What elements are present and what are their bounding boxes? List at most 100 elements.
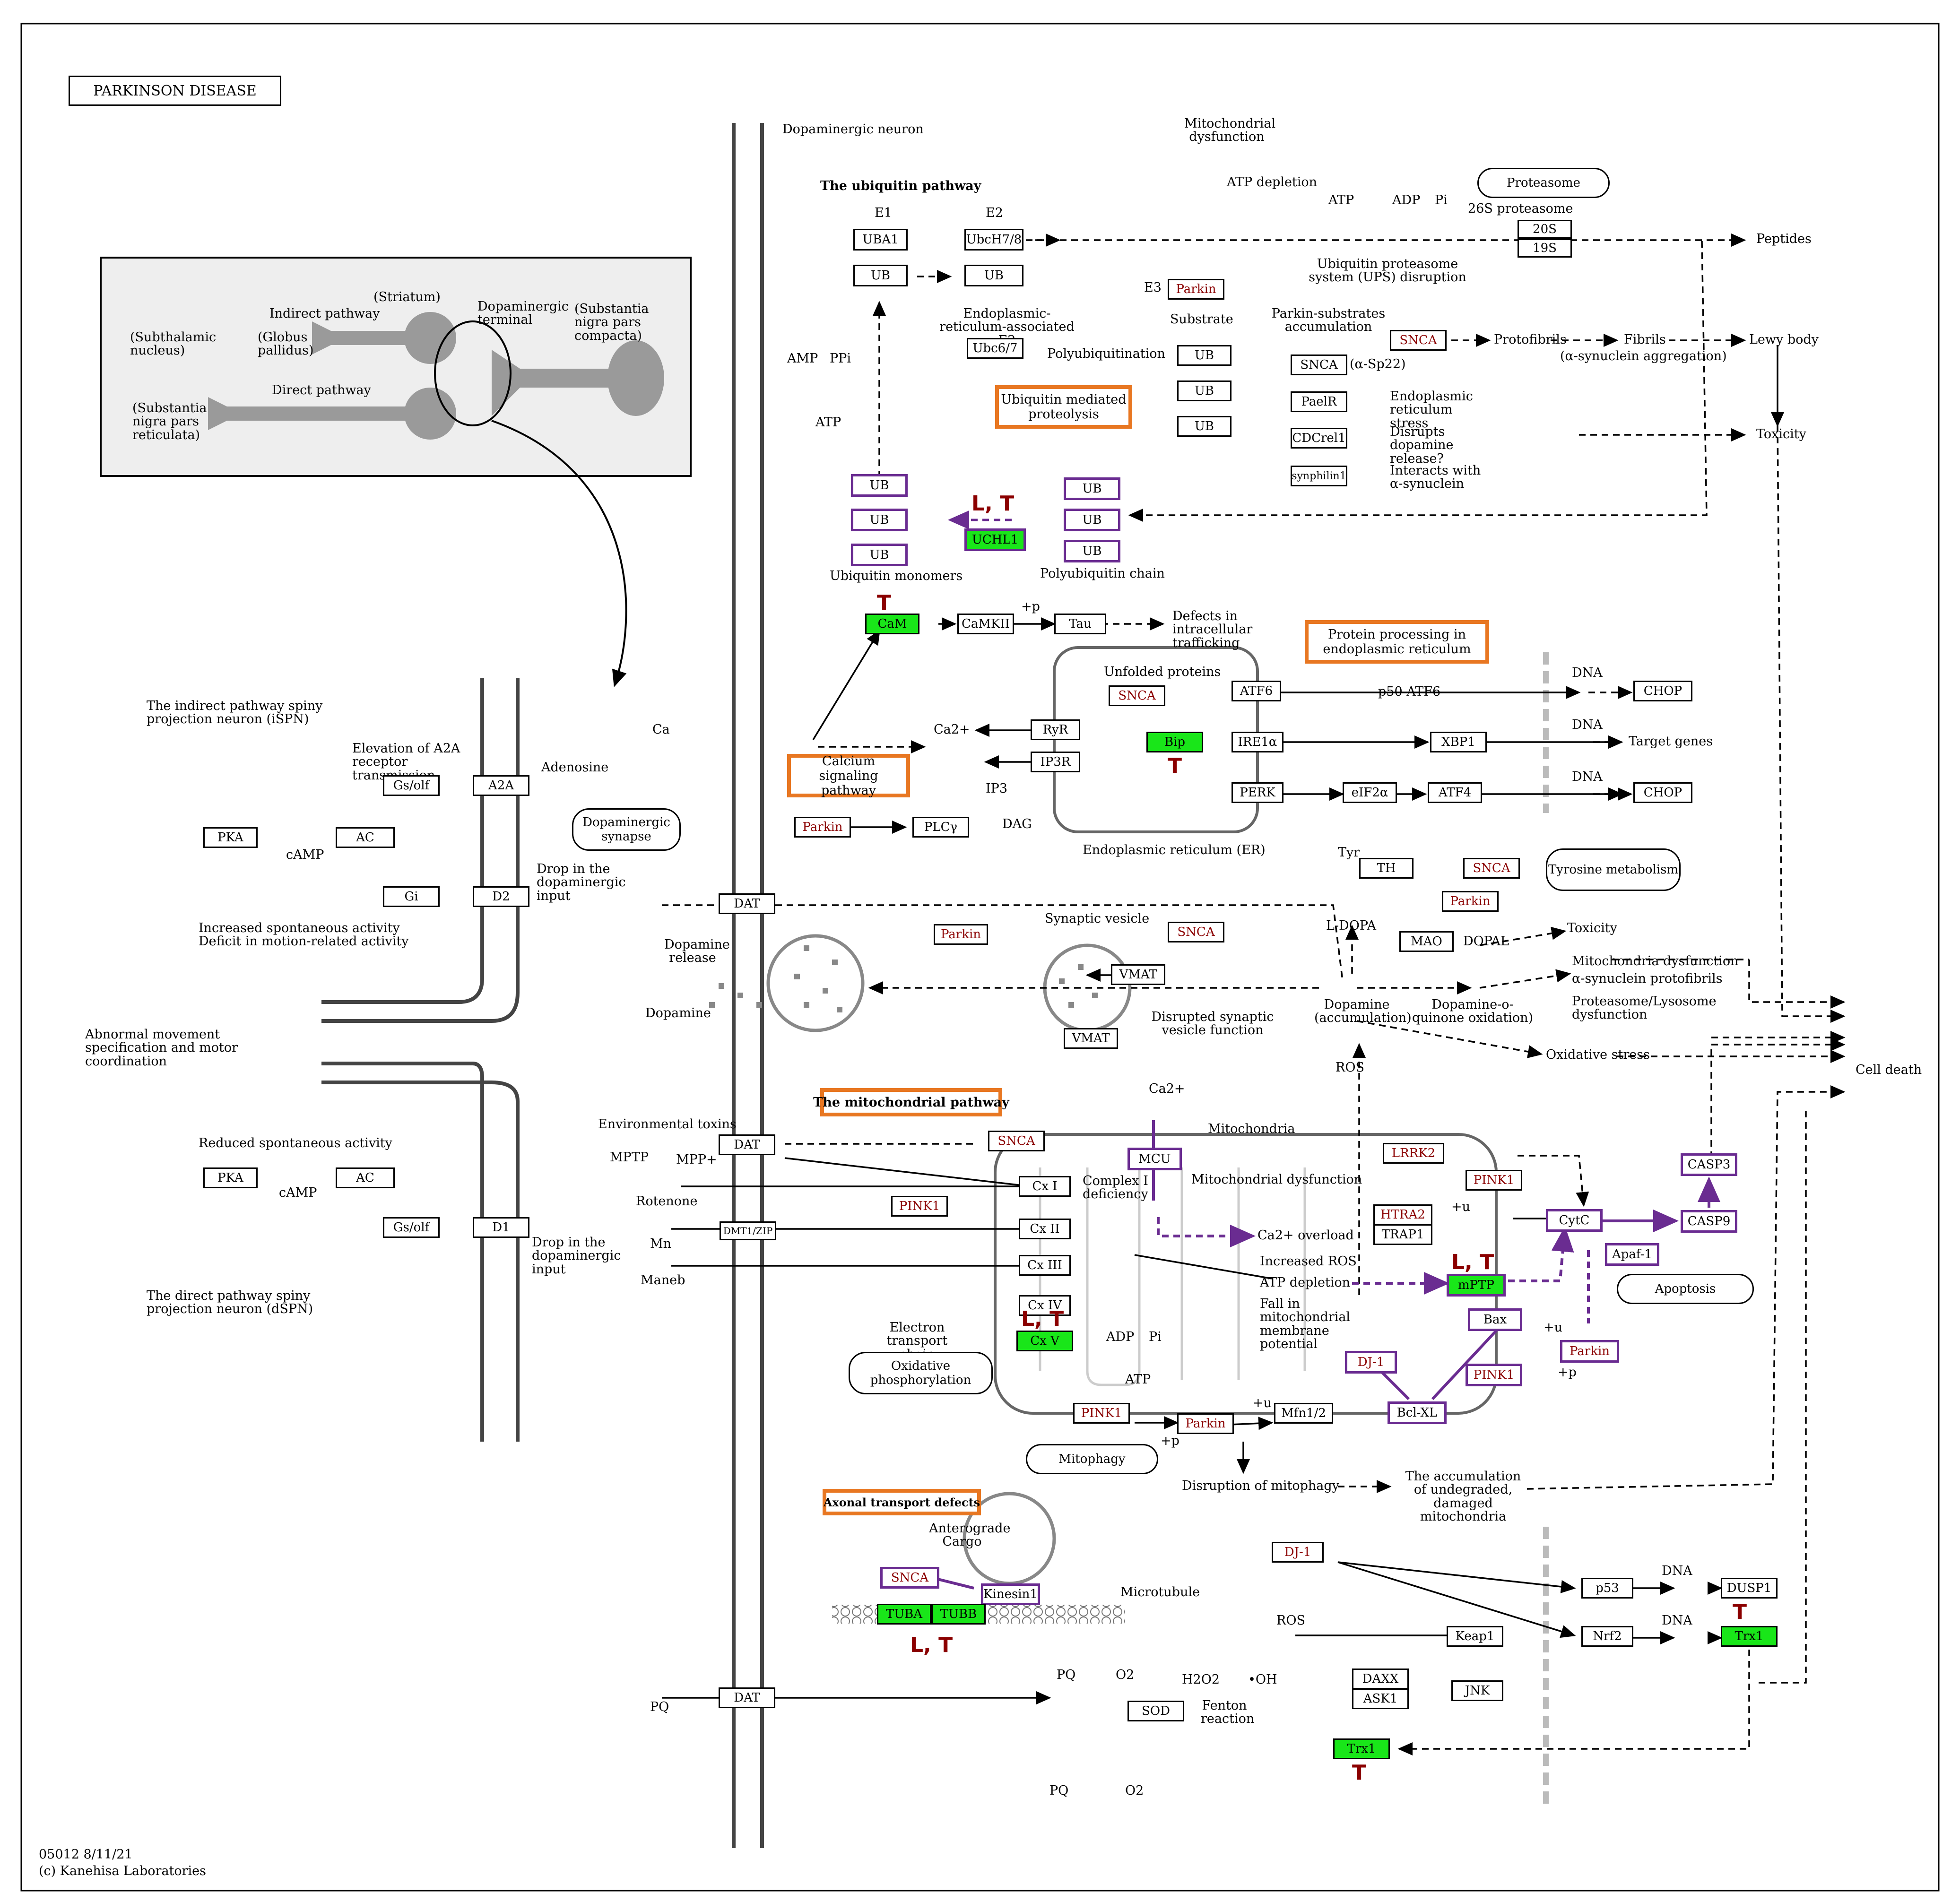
mcu-node[interactable]: MCU bbox=[1127, 1148, 1182, 1170]
synphilin1-node[interactable]: synphilin1 bbox=[1291, 466, 1347, 486]
ask1-node[interactable]: ASK1 bbox=[1352, 1688, 1409, 1709]
apoptosis-link[interactable]: Apoptosis bbox=[1617, 1274, 1754, 1304]
ub-e3-1[interactable]: UB bbox=[1177, 345, 1232, 366]
d2-node[interactable]: D2 bbox=[473, 886, 529, 907]
lrrk2-node[interactable]: LRRK2 bbox=[1383, 1143, 1444, 1164]
trx1-node-2[interactable]: Trx1 bbox=[1333, 1738, 1390, 1759]
pink1-mito-3[interactable]: PINK1 bbox=[1073, 1403, 1130, 1424]
pka-node-2[interactable]: PKA bbox=[203, 1167, 258, 1188]
uchl1-node[interactable]: UCHL1 bbox=[964, 528, 1026, 551]
casp9-node[interactable]: CASP9 bbox=[1681, 1210, 1737, 1233]
cam-node[interactable]: CaM bbox=[865, 614, 919, 634]
p53-node[interactable]: p53 bbox=[1581, 1578, 1633, 1599]
proteasome-map-link[interactable]: Proteasome bbox=[1477, 168, 1610, 198]
mptp-node[interactable]: mPTP bbox=[1447, 1274, 1506, 1297]
xbp1-node[interactable]: XBP1 bbox=[1430, 732, 1487, 752]
sod-node[interactable]: SOD bbox=[1127, 1701, 1184, 1721]
axonal-header[interactable]: Axonal transport defects bbox=[823, 1489, 981, 1515]
paelr-node[interactable]: PaelR bbox=[1291, 391, 1347, 412]
dat-node-1[interactable]: DAT bbox=[719, 893, 775, 914]
ryr-node[interactable]: RyR bbox=[1031, 719, 1080, 740]
ppe-map-link[interactable]: Protein processing in endoplasmic reticu… bbox=[1305, 620, 1489, 664]
atf6-node[interactable]: ATF6 bbox=[1232, 681, 1281, 701]
cdcrel1-node[interactable]: CDCrel1 bbox=[1291, 428, 1347, 449]
bax-node[interactable]: Bax bbox=[1468, 1308, 1522, 1331]
p20s-node[interactable]: 20S bbox=[1518, 220, 1572, 239]
kinesin1-node[interactable]: Kinesin1 bbox=[981, 1583, 1040, 1605]
tuba-node[interactable]: TUBA bbox=[877, 1604, 931, 1625]
daxx-node[interactable]: DAXX bbox=[1352, 1669, 1409, 1689]
p19s-node[interactable]: 19S bbox=[1518, 239, 1572, 258]
pink1-bax[interactable]: PINK1 bbox=[1466, 1364, 1522, 1386]
pink1-mito-2[interactable]: PINK1 bbox=[1466, 1170, 1522, 1191]
ubch78-node[interactable]: UbcH7/8 bbox=[964, 229, 1023, 251]
bclxl-node[interactable]: Bcl-XL bbox=[1388, 1401, 1447, 1424]
dj1-mito[interactable]: DJ-1 bbox=[1345, 1351, 1397, 1374]
dopa-synapse-link[interactable]: Dopaminergic synapse bbox=[572, 808, 681, 851]
gs-olf-node[interactable]: Gs/olf bbox=[383, 775, 440, 796]
snca-ubi[interactable]: SNCA bbox=[1390, 330, 1447, 351]
ub-monomer-1[interactable]: UB bbox=[851, 474, 908, 497]
bip-node[interactable]: Bip bbox=[1146, 732, 1203, 752]
ub-node-e1[interactable]: UB bbox=[853, 265, 908, 286]
mao-node[interactable]: MAO bbox=[1399, 931, 1454, 952]
keap1-node[interactable]: Keap1 bbox=[1447, 1626, 1503, 1647]
vmat-node-2[interactable]: VMAT bbox=[1064, 1028, 1118, 1049]
snca-er[interactable]: SNCA bbox=[1109, 685, 1165, 706]
vmat-node-1[interactable]: VMAT bbox=[1111, 964, 1165, 985]
jnk-node[interactable]: JNK bbox=[1451, 1680, 1503, 1701]
atf4-node[interactable]: ATF4 bbox=[1428, 782, 1482, 803]
ub-e3-2[interactable]: UB bbox=[1177, 380, 1232, 401]
camkii-node[interactable]: CaMKII bbox=[957, 614, 1014, 634]
gi-node[interactable]: Gi bbox=[383, 886, 440, 907]
dat-node-3[interactable]: DAT bbox=[719, 1687, 775, 1708]
pka-node-1[interactable]: PKA bbox=[203, 827, 258, 848]
ub-node-e2[interactable]: UB bbox=[964, 265, 1023, 286]
th-node[interactable]: TH bbox=[1359, 858, 1414, 879]
dusp1-node[interactable]: DUSP1 bbox=[1721, 1578, 1778, 1599]
snca-mito[interactable]: SNCA bbox=[988, 1131, 1045, 1151]
ubc67-node[interactable]: Ubc6/7 bbox=[967, 338, 1023, 359]
ip3r-node[interactable]: IP3R bbox=[1031, 752, 1080, 772]
tau-node[interactable]: Tau bbox=[1054, 614, 1106, 634]
mito-pathway-header[interactable]: The mitochondrial pathway bbox=[813, 1088, 1009, 1116]
snca-syn[interactable]: SNCA bbox=[1168, 922, 1224, 942]
tubb-node[interactable]: TUBB bbox=[931, 1604, 986, 1625]
ub-monomer-2[interactable]: UB bbox=[851, 509, 908, 531]
tyr-metabolism-link[interactable]: Tyrosine metabolism bbox=[1546, 848, 1681, 891]
parkin-mao[interactable]: Parkin bbox=[1442, 891, 1499, 912]
plcg-node[interactable]: PLCγ bbox=[912, 817, 969, 838]
ub-chain-1[interactable]: UB bbox=[1064, 477, 1120, 500]
cytc-node[interactable]: CytC bbox=[1546, 1209, 1603, 1232]
parkin-bax[interactable]: Parkin bbox=[1560, 1340, 1619, 1363]
nrf2-node[interactable]: Nrf2 bbox=[1581, 1626, 1633, 1647]
snca-p22-node[interactable]: SNCA bbox=[1291, 354, 1347, 375]
pink1-mito-1[interactable]: PINK1 bbox=[891, 1196, 948, 1217]
perk-node[interactable]: PERK bbox=[1232, 782, 1284, 803]
mfn-node[interactable]: Mfn1/2 bbox=[1274, 1403, 1333, 1424]
casp3-node[interactable]: CASP3 bbox=[1681, 1153, 1737, 1176]
parkin-e3[interactable]: Parkin bbox=[1168, 279, 1224, 300]
parkin-syn[interactable]: Parkin bbox=[934, 924, 988, 945]
ire1-node[interactable]: IRE1α bbox=[1232, 732, 1284, 752]
trap1-node[interactable]: TRAP1 bbox=[1373, 1224, 1432, 1245]
snca-th[interactable]: SNCA bbox=[1463, 858, 1520, 879]
dj1-axonal[interactable]: DJ-1 bbox=[1272, 1542, 1324, 1563]
cx2-node[interactable]: Cx II bbox=[1019, 1219, 1071, 1239]
calcium-map-link[interactable]: Calcium signaling pathway bbox=[787, 754, 910, 798]
ac-node-1[interactable]: AC bbox=[336, 827, 395, 848]
a2a-node[interactable]: A2A bbox=[473, 775, 529, 796]
cx3-node[interactable]: Cx III bbox=[1019, 1255, 1071, 1276]
eif2a-node[interactable]: eIF2α bbox=[1343, 782, 1397, 803]
chop-node-1[interactable]: CHOP bbox=[1633, 681, 1692, 701]
htra2-node[interactable]: HTRA2 bbox=[1373, 1204, 1432, 1225]
ub-chain-2[interactable]: UB bbox=[1064, 509, 1120, 531]
gs-olf-node-2[interactable]: Gs/olf bbox=[383, 1217, 440, 1238]
cx5-node[interactable]: Cx V bbox=[1016, 1331, 1073, 1351]
d1-node[interactable]: D1 bbox=[473, 1217, 529, 1238]
ump-map-link[interactable]: Ubiquitin mediated proteolysis bbox=[995, 385, 1132, 429]
parkin-mfn[interactable]: Parkin bbox=[1177, 1413, 1234, 1434]
dmt1-zip-node[interactable]: DMT1/ZIP bbox=[720, 1221, 776, 1240]
trx1-node-1[interactable]: Trx1 bbox=[1721, 1626, 1778, 1647]
ub-monomer-3[interactable]: UB bbox=[851, 544, 908, 566]
